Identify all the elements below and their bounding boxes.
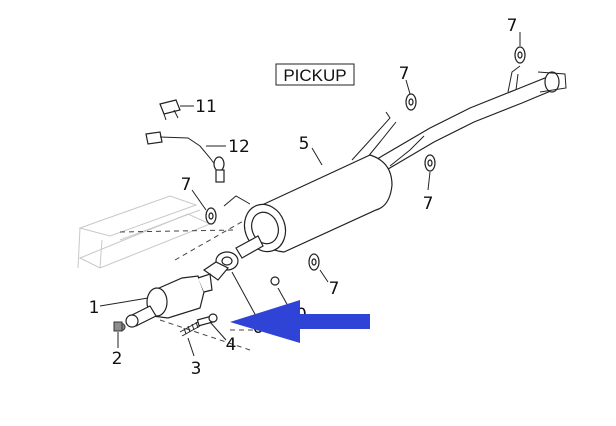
callout-5: 5: [299, 134, 310, 154]
muffler: [235, 154, 393, 259]
callout-12: 12: [228, 137, 250, 157]
leader-lines: [99, 32, 521, 357]
diagram-title: PICKUP: [283, 66, 346, 85]
hanger-brackets: [223, 65, 521, 207]
callout-7-lower: 7: [329, 279, 340, 299]
callout-1: 1: [89, 298, 100, 318]
pointer-arrow: [230, 300, 370, 343]
rubber-mounts: [205, 46, 526, 271]
vehicle-frame: [77, 195, 212, 269]
callout-7-right: 7: [423, 194, 434, 214]
callout-7-left: 7: [181, 175, 192, 195]
callout-7-top: 7: [507, 16, 518, 36]
tailpipe: [371, 71, 567, 176]
callout-7-upper: 7: [399, 64, 410, 84]
callout-3: 3: [191, 359, 202, 379]
title-box: PICKUP: [275, 63, 355, 86]
fasteners: [113, 313, 218, 337]
callout-11: 11: [195, 97, 217, 117]
callout-4: 4: [226, 335, 237, 355]
catalytic-converter: [125, 273, 213, 328]
flange-gaskets: [202, 251, 280, 286]
callout-2: 2: [112, 349, 123, 369]
sensor-and-clamp: [145, 99, 225, 183]
